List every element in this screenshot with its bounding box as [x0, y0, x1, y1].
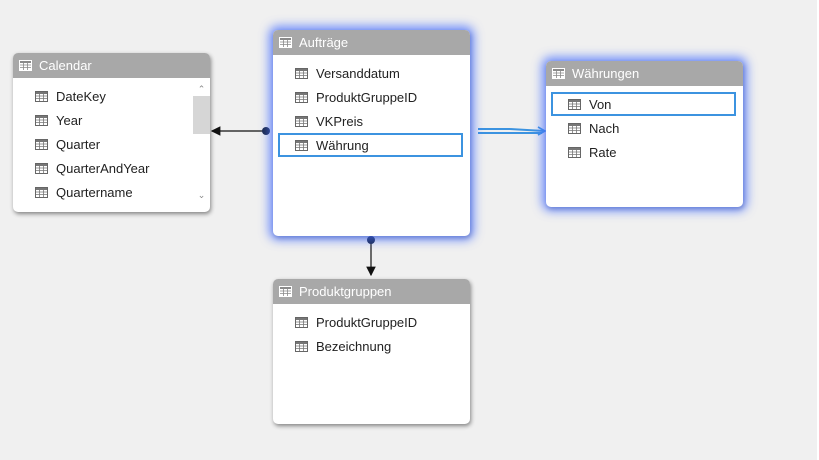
calendar-scrollbar[interactable]: ⌃ ⌄ [193, 82, 210, 202]
table-auftraege-header[interactable]: Aufträge [273, 30, 470, 55]
field-produktgruppeid[interactable]: ProduktGruppeID [273, 310, 470, 334]
field-label: DateKey [56, 88, 106, 104]
column-icon [295, 67, 308, 79]
table-calendar-fields: DateKey Year Quarter QuarterAndYear Quar… [13, 78, 210, 204]
field-label: Von [589, 96, 612, 112]
field-label: Quartername [56, 184, 133, 200]
field-label: Quarter [56, 136, 101, 152]
field-label: Nach [589, 120, 620, 136]
table-waehrungen-fields: Von Nach Rate [546, 86, 743, 164]
field-label: Versanddatum [316, 65, 400, 81]
column-icon [35, 114, 48, 126]
table-calendar[interactable]: Calendar DateKey Year Quarter QuarterAnd… [13, 53, 210, 212]
table-auftraege[interactable]: Aufträge Versanddatum ProduktGruppeID VK… [273, 30, 470, 236]
field-year[interactable]: Year [13, 108, 210, 132]
field-nach[interactable]: Nach [546, 116, 743, 140]
column-icon [295, 139, 308, 151]
field-produktgruppeid[interactable]: ProduktGruppeID [273, 85, 470, 109]
scroll-down-icon[interactable]: ⌄ [197, 190, 206, 200]
field-versanddatum[interactable]: Versanddatum [273, 61, 470, 85]
relationship-dot-auftraege-calendar [262, 127, 270, 135]
field-label: VKPreis [316, 113, 363, 129]
field-label: Bezeichnung [316, 338, 392, 354]
table-icon [552, 68, 565, 79]
field-waehrung[interactable]: Währung [278, 133, 463, 157]
column-icon [568, 146, 581, 158]
scroll-thumb[interactable] [193, 96, 210, 134]
column-icon [568, 98, 581, 110]
field-datekey[interactable]: DateKey [13, 84, 210, 108]
column-icon [568, 122, 581, 134]
field-rate[interactable]: Rate [546, 140, 743, 164]
table-produktgruppen-fields: ProduktGruppeID Bezeichnung [273, 304, 470, 358]
field-quartername[interactable]: Quartername [13, 180, 210, 204]
canvas-edge [817, 0, 819, 460]
table-waehrungen-title: Währungen [572, 66, 640, 81]
column-icon [35, 138, 48, 150]
table-calendar-header[interactable]: Calendar [13, 53, 210, 78]
column-icon [35, 90, 48, 102]
table-icon [19, 60, 32, 71]
table-icon [279, 37, 292, 48]
column-icon [295, 115, 308, 127]
field-label: Rate [589, 144, 617, 160]
table-auftraege-fields: Versanddatum ProduktGruppeID VKPreis Wäh… [273, 55, 470, 157]
table-produktgruppen-header[interactable]: Produktgruppen [273, 279, 470, 304]
scroll-up-icon[interactable]: ⌃ [197, 84, 206, 94]
field-label: Year [56, 112, 83, 128]
field-bezeichnung[interactable]: Bezeichnung [273, 334, 470, 358]
table-produktgruppen-title: Produktgruppen [299, 284, 392, 299]
column-icon [295, 316, 308, 328]
column-icon [295, 340, 308, 352]
field-label: ProduktGruppeID [316, 314, 418, 330]
field-vkpreis[interactable]: VKPreis [273, 109, 470, 133]
field-quarter[interactable]: Quarter [13, 132, 210, 156]
column-icon [295, 91, 308, 103]
table-auftraege-title: Aufträge [299, 35, 349, 50]
column-icon [35, 162, 48, 174]
field-label: Währung [316, 137, 369, 153]
field-quarterandyear[interactable]: QuarterAndYear [13, 156, 210, 180]
table-waehrungen[interactable]: Währungen Von Nach Rate [546, 61, 743, 207]
table-waehrungen-header[interactable]: Währungen [546, 61, 743, 86]
column-icon [35, 186, 48, 198]
field-label: ProduktGruppeID [316, 89, 418, 105]
relationship-line-auftraege-waehrungen[interactable] [478, 126, 547, 136]
table-calendar-title: Calendar [39, 58, 92, 73]
table-icon [279, 286, 292, 297]
field-label: QuarterAndYear [56, 160, 150, 176]
field-von[interactable]: Von [551, 92, 736, 116]
table-produktgruppen[interactable]: Produktgruppen ProduktGruppeID Bezeichnu… [273, 279, 470, 424]
relationship-dot-auftraege-produktgruppen [367, 236, 375, 244]
